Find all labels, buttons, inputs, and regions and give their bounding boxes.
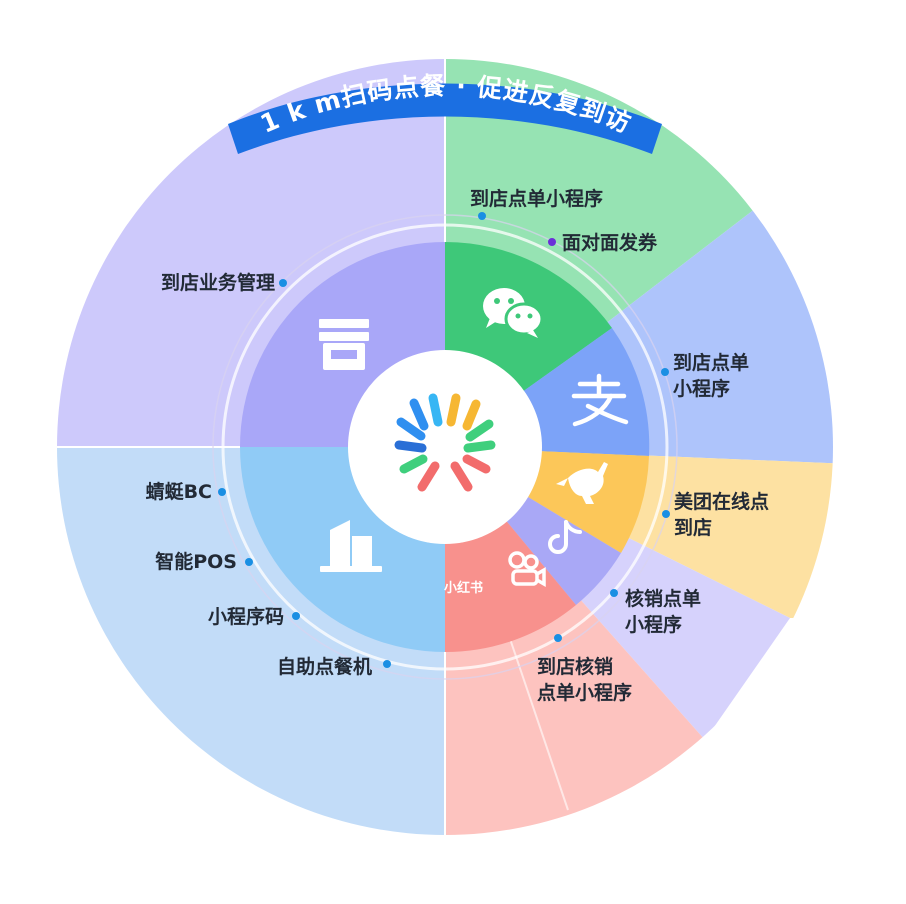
banner-ribbon	[228, 83, 662, 154]
tiktok-icon	[548, 520, 582, 554]
dot-self-4	[383, 660, 391, 668]
dot-meituan	[662, 510, 670, 518]
label-line: 核销点单	[625, 588, 702, 610]
starburst-logo-icon	[394, 393, 496, 492]
label-face-to-face-coupon: 面对面发券	[562, 232, 658, 254]
label-store-management: 到店业务管理	[160, 272, 275, 294]
label-meituan-online: 美团在线点到店	[674, 489, 769, 541]
building-icon	[320, 520, 382, 572]
dot-wechat-1	[478, 212, 486, 220]
dot-self-3	[292, 612, 300, 620]
label-wechat-mini-program: 到店点单小程序	[470, 188, 604, 210]
label-line: 到店	[674, 517, 713, 539]
dot-douyin	[610, 589, 618, 597]
label-line: 美团在线点	[674, 491, 770, 513]
label-smart-pos: 智能POS	[155, 551, 237, 573]
label-line: 小程序	[673, 378, 731, 400]
label-self-order-kiosk: 自助点餐机	[276, 656, 372, 678]
label-qingting-bc: 蜻蜓BC	[145, 481, 212, 503]
xiaohongshu-badge: 小红书	[444, 581, 484, 596]
wechat-icon	[483, 288, 544, 338]
kuaishou-icon	[508, 551, 546, 588]
dot-store	[279, 279, 287, 287]
dot-wechat-2	[548, 238, 556, 246]
label-line: 点单小程序	[537, 682, 633, 704]
label-line: 到店核销	[537, 656, 614, 678]
label-alipay-mini-program: 到店点单小程序	[673, 350, 749, 402]
label-line: 到店点单	[673, 352, 750, 374]
kangaroo-icon	[556, 462, 608, 504]
label-douyin-verify: 核销点单小程序	[625, 586, 701, 638]
dot-self-1	[218, 488, 226, 496]
label-mini-program-code: 小程序码	[207, 606, 284, 628]
center-disc	[348, 350, 542, 544]
store-icon	[319, 319, 369, 370]
dot-self-2	[245, 558, 253, 566]
alipay-icon	[571, 373, 629, 427]
dot-alipay	[661, 368, 669, 376]
dot-xiaohongshu	[554, 634, 562, 642]
label-line: 小程序	[625, 614, 683, 636]
label-xiaohongshu-verify: 到店核销点单小程序	[537, 654, 632, 706]
